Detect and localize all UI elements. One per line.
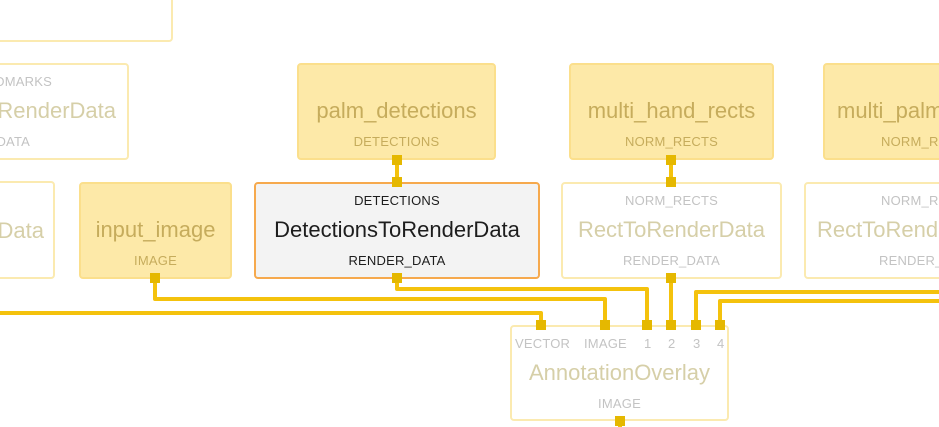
- output-port-label: RENDER_DATA: [622, 253, 721, 268]
- node-title: RectToRend: [817, 217, 939, 242]
- input-port-label: NORM_R: [881, 193, 939, 208]
- edge-rect-render-2-a: [694, 290, 939, 325]
- node-detections-to-render-data[interactable]: DETECTIONS DetectionsToRenderData RENDER…: [254, 182, 540, 279]
- node-title: Data: [0, 218, 44, 243]
- edge-rect-render-2-b: [718, 299, 939, 325]
- input-port-label: DETECTIONS: [354, 193, 440, 208]
- node-title: RenderData: [0, 98, 116, 123]
- input-port-image: IMAGE: [584, 336, 627, 351]
- node-top-left[interactable]: [0, 0, 173, 42]
- node-title: DetectionsToRenderData: [274, 217, 520, 242]
- input-port-3: 3: [693, 336, 701, 351]
- node-title: AnnotationOverlay: [529, 360, 710, 385]
- output-port-label: NORM_RE: [881, 134, 939, 149]
- port-dot[interactable]: [600, 320, 610, 330]
- port-dot[interactable]: [615, 416, 625, 426]
- output-port-label: IMAGE: [134, 253, 177, 268]
- edge-detections-render: [395, 278, 649, 325]
- port-dot[interactable]: [392, 155, 402, 165]
- output-port-label: DETECTIONS: [353, 134, 440, 149]
- port-dot[interactable]: [536, 320, 546, 330]
- node-rect-to-render-data-2[interactable]: NORM_R RectToRend RENDER_: [804, 182, 939, 279]
- node-input-image[interactable]: input_image IMAGE: [79, 182, 232, 279]
- output-port-label: RENDER_DATA: [348, 253, 446, 268]
- port-dot[interactable]: [666, 273, 676, 283]
- edge-vector: [0, 311, 543, 325]
- node-annotation-overlay[interactable]: VECTOR IMAGE 1 2 3 4 AnnotationOverlay I…: [510, 325, 729, 421]
- node-title: multi_hand_rects: [587, 98, 756, 123]
- port-dot[interactable]: [392, 273, 402, 283]
- node-multi-palm[interactable]: multi_palm NORM_RE: [823, 63, 939, 160]
- node-title: RectToRenderData: [577, 217, 766, 242]
- input-port-vector: VECTOR: [515, 336, 571, 351]
- port-dot[interactable]: [666, 320, 676, 330]
- input-port-4: 4: [717, 336, 725, 351]
- node-rect-to-render-data[interactable]: NORM_RECTS RectToRenderData RENDER_DATA: [561, 182, 782, 279]
- node-multi-hand-rects[interactable]: multi_hand_rects NORM_RECTS: [569, 63, 774, 160]
- port-dot[interactable]: [666, 177, 676, 187]
- input-port-label: DMARKS: [0, 74, 52, 89]
- port-dot[interactable]: [150, 273, 160, 283]
- port-dot[interactable]: [691, 320, 701, 330]
- node-data-left[interactable]: Data: [0, 181, 55, 279]
- port-dot[interactable]: [666, 155, 676, 165]
- input-port-1: 1: [644, 336, 652, 351]
- port-dot[interactable]: [715, 320, 725, 330]
- port-dot[interactable]: [392, 177, 402, 187]
- node-title: multi_palm: [837, 98, 939, 123]
- edge-input-image: [153, 278, 607, 325]
- node-title: palm_detections: [316, 98, 477, 123]
- input-port-label: NORM_RECTS: [624, 193, 718, 208]
- input-port-2: 2: [668, 336, 676, 351]
- node-render-data-left[interactable]: DMARKS RenderData DATA: [0, 63, 129, 160]
- node-title: input_image: [95, 217, 216, 242]
- output-port-label: RENDER_: [879, 253, 939, 268]
- output-port-label: NORM_RECTS: [624, 134, 718, 149]
- output-port-label: IMAGE: [598, 396, 641, 411]
- output-port-label: DATA: [0, 134, 30, 149]
- port-dot[interactable]: [642, 320, 652, 330]
- node-palm-detections[interactable]: palm_detections DETECTIONS: [297, 63, 496, 160]
